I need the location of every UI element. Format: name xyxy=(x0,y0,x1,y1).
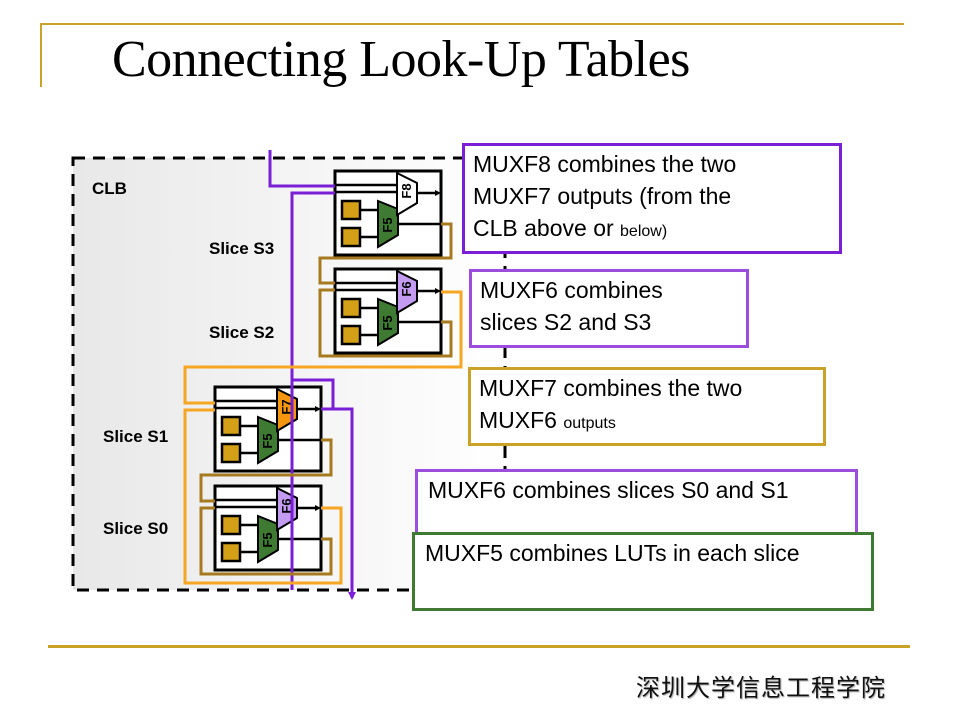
callout-muxf6-top-line2: slices S2 and S3 xyxy=(480,309,652,335)
wire-muxf6-top-to-f7 xyxy=(183,290,463,405)
muxf5-label: F5 xyxy=(380,315,395,330)
callout-muxf6-top-line1: MUXF6 combines xyxy=(480,277,663,303)
muxf5-s0 xyxy=(257,514,279,564)
slide-title: Connecting Look-Up Tables xyxy=(112,31,690,88)
muxf5-s3 xyxy=(377,199,399,249)
callout-muxf7-line2-wrap: MUXF6 outputs xyxy=(479,404,815,440)
wire-muxf7-output-down xyxy=(321,407,354,598)
callout-muxf6-top: MUXF6 combines slices S2 and S3 xyxy=(469,269,749,348)
slice-label-s3: Slice S3 xyxy=(209,239,274,258)
callout-muxf8-small: below) xyxy=(620,223,668,240)
callout-muxf7-line2: MUXF6 xyxy=(479,407,564,433)
callout-muxf8-line3: CLB above or xyxy=(473,215,621,241)
callout-muxf7-line1: MUXF7 combines the two xyxy=(479,375,743,401)
clb-label: CLB xyxy=(92,179,127,198)
muxf5-s1 xyxy=(257,415,279,465)
slice-label-s1: Slice S1 xyxy=(103,427,168,446)
lut-s3-b xyxy=(340,226,362,248)
callout-muxf7-small: outputs xyxy=(563,415,616,432)
lut-s0-b xyxy=(220,541,242,563)
footer-institution: 深圳大学信息工程学院 xyxy=(636,674,886,702)
callout-muxf7: MUXF7 combines the two MUXF6 outputs xyxy=(468,367,826,446)
muxf5-label: F5 xyxy=(260,532,275,547)
callout-muxf8-line1: MUXF8 combines the two xyxy=(473,151,737,177)
arrow-head xyxy=(315,505,321,511)
muxf8-s3 xyxy=(396,171,418,217)
muxf5-label: F5 xyxy=(260,433,275,448)
callout-muxf5-line1: MUXF5 combines LUTs in each slice xyxy=(425,540,800,566)
callout-muxf6-bottom: MUXF6 combines slices S0 and S1 xyxy=(415,469,858,541)
wire-muxf5-s0-to-f6 xyxy=(199,506,333,576)
callout-muxf6-bottom-line1: MUXF6 combines slices S0 and S1 xyxy=(428,477,789,503)
arrow-head xyxy=(435,288,441,294)
slice-label-s2: Slice S2 xyxy=(209,323,274,342)
muxf5-s2 xyxy=(377,297,399,347)
wire-muxf8-input-f7 xyxy=(290,191,335,590)
arrow-head xyxy=(315,406,321,412)
wire-muxf5-s1-to-f6 xyxy=(199,438,333,503)
mux-top-label: F7 xyxy=(279,399,294,414)
lut-s1-a xyxy=(220,415,242,437)
wire-muxf5-s3-to-f6 xyxy=(318,222,453,285)
lut-s1-b xyxy=(220,442,242,464)
muxf6-s2 xyxy=(396,269,418,315)
callout-muxf8: MUXF8 combines the two MUXF7 outputs (fr… xyxy=(462,143,842,254)
mux-top-label: F6 xyxy=(399,281,414,296)
callout-muxf8-line3-wrap: CLB above or below) xyxy=(473,212,831,248)
arrow-head xyxy=(435,190,441,196)
muxf5-label: F5 xyxy=(380,217,395,232)
title-rule-vertical xyxy=(40,23,42,87)
callout-muxf8-line2: MUXF7 outputs (from the xyxy=(473,183,732,209)
wire-muxf6-bottom-to-f7 xyxy=(183,408,343,585)
title-rule xyxy=(40,23,904,25)
lut-s2-a xyxy=(340,297,362,319)
mux-top-label: F8 xyxy=(399,183,414,198)
footer-rule xyxy=(48,645,910,648)
wire-muxf8-input-above xyxy=(268,150,335,188)
slice-label-s0: Slice S0 xyxy=(103,519,168,538)
callout-muxf5: MUXF5 combines LUTs in each slice xyxy=(412,532,874,611)
lut-s2-b xyxy=(340,324,362,346)
mux-top-label: F6 xyxy=(279,498,294,513)
lut-s3-a xyxy=(340,199,362,221)
lut-s0-a xyxy=(220,514,242,536)
arrow-head-purple xyxy=(348,592,356,600)
wire-muxf5-s2-to-f6 xyxy=(318,288,453,358)
